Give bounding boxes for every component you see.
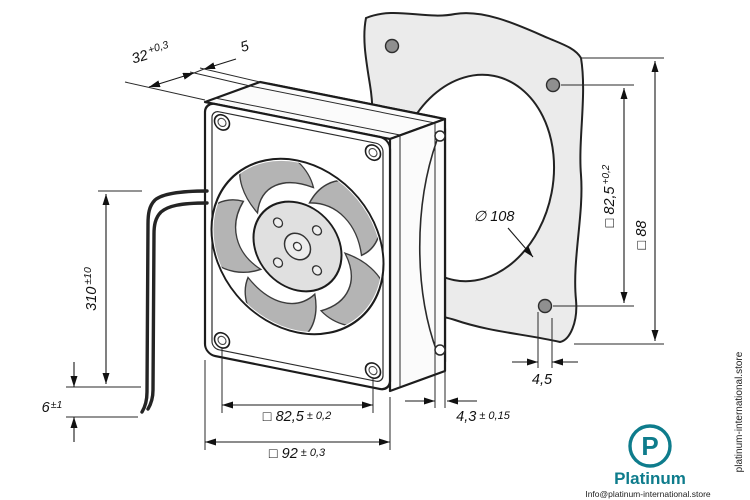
dim-label-gasket-size: □ 88: [634, 221, 650, 250]
dim-label-screw-depth: 4,3± 0,15: [456, 409, 511, 425]
extension-line: [124, 81, 206, 101]
dim-label-depth: 32+0,3: [129, 39, 172, 68]
dim-label-lead-length: 310±10: [82, 267, 100, 311]
hub-center: [292, 241, 303, 252]
front-screw-hole-inner: [368, 147, 378, 158]
front-screw-hole: [364, 144, 382, 162]
hub-bolt-hole: [272, 257, 284, 268]
dim-label-frame-size: □ 92± 0,3: [269, 446, 326, 462]
gasket-mount-hole: [384, 38, 400, 54]
dim-label-flange: 5: [239, 38, 252, 56]
extension-line: [193, 68, 205, 74]
lead-wire: [146, 201, 209, 411]
front-screw-hole-inner: [217, 117, 227, 128]
extension-line: [199, 67, 261, 83]
hub-bolt-hole: [311, 265, 323, 276]
watermark-website-vertical: platinum-international.store: [734, 351, 745, 472]
front-screw-hole: [213, 113, 231, 131]
rear-screw-hole: [434, 130, 446, 142]
watermark-email: Info@platinum-international.store: [585, 489, 711, 499]
gasket-mount-hole: [545, 77, 561, 93]
dim-label-cutout-dia: ∅ 108: [474, 209, 515, 225]
rear-flange-line: [249, 85, 436, 124]
front-screw-hole: [213, 331, 231, 349]
dim-line-depth: [148, 72, 195, 88]
hub-bolt-hole: [272, 217, 284, 228]
dim-label-gasket-hole-pitch: □ 82,5+0,2: [601, 164, 618, 227]
leader-cutout-dia: [507, 227, 534, 258]
fan-bore-curve: [419, 139, 438, 353]
dim-label-gasket-edge: 4,5: [532, 372, 553, 388]
watermark-brand: Platinum: [614, 469, 686, 488]
dim-label-front-hole-pitch: □ 82,5± 0,2: [263, 409, 331, 425]
extension-line: [189, 71, 251, 87]
front-screw-hole-inner: [217, 335, 227, 346]
rear-screw-hole: [434, 344, 446, 356]
watermark-logo-letter-icon: P: [641, 431, 658, 461]
front-screw-hole-inner: [368, 365, 378, 376]
lead-wire: [140, 189, 209, 414]
watermark: P Platinum Info@platinum-international.s…: [585, 351, 745, 499]
front-flange-line: [214, 97, 401, 136]
fan-front-face: [203, 102, 392, 391]
hub-bolt-hole: [311, 225, 323, 236]
watermark-logo-ring: [628, 424, 672, 468]
dim-label-lead-strip: 6±1: [42, 399, 63, 416]
gasket-mount-hole: [537, 298, 553, 314]
dim-line-flange: [203, 58, 237, 70]
